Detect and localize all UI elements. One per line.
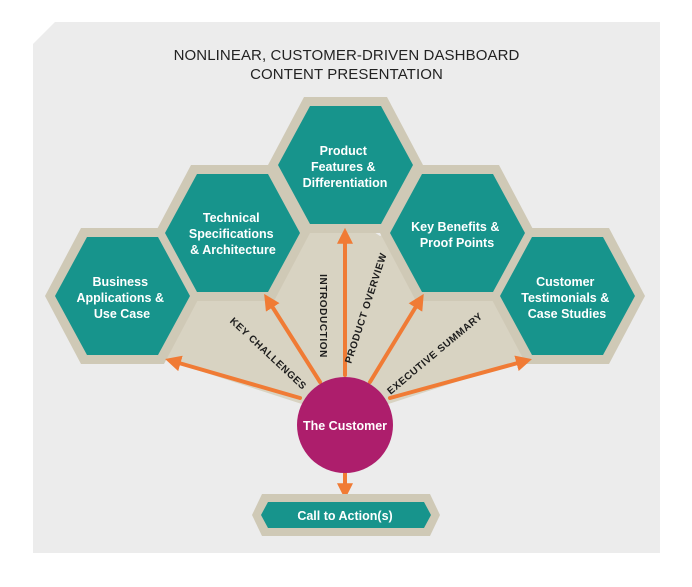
path-label-introduction: INTRODUCTION [317,274,328,358]
title-line-1: NONLINEAR, CUSTOMER-DRIVEN DASHBOARD [173,47,520,64]
hex-technical-line: Specifications [189,227,274,241]
hex-benefits-label: Key Benefits & Proof Points [411,220,503,250]
hex-testimonials-line: Case Studies [528,307,607,321]
arrow-to-business [165,355,302,400]
hex-product-line: Features & [311,160,376,174]
hex-technical[interactable] [165,174,300,292]
hex-business[interactable] [55,237,190,355]
hex-technical-line: & Architecture [190,243,276,257]
customer-label: The Customer [303,419,387,433]
hex-business-line: Use Case [94,307,150,321]
arrow-to-benefits [368,293,424,384]
cta-button[interactable] [261,502,431,528]
arrow-to-testimonials [388,355,532,400]
hex-product-line: Product [320,144,368,158]
hex-product[interactable] [278,106,413,224]
hex-testimonials-line: Customer [536,275,594,289]
arrow-to-technical [264,293,322,384]
hex-testimonials[interactable] [500,237,635,355]
hex-technical-line: Technical [203,211,260,225]
hex-benefits-line: Key Benefits & [411,220,499,234]
hex-business-line: Applications & [77,291,165,305]
hex-benefits-line: Proof Points [420,236,494,250]
hex-business-line: Business [92,275,148,289]
diagram-title: NONLINEAR, CUSTOMER-DRIVEN DASHBOARD CON… [33,46,660,84]
customer-circle[interactable] [297,377,393,473]
hex-business-label: Business Applications & Use Case [77,275,168,321]
cta-label: Call to Action(s) [297,509,392,523]
hex-product-line: Differentiation [303,176,388,190]
hex-product-label: Product Features & Differentiation [303,144,388,190]
hex-benefits[interactable] [390,174,525,292]
hex-testimonials-label: Customer Testimonials & Case Studies [521,275,612,321]
title-line-2: CONTENT PRESENTATION [250,66,443,83]
hex-testimonials-line: Testimonials & [521,291,609,305]
hex-technical-label: Technical Specifications & Architecture [189,211,277,257]
